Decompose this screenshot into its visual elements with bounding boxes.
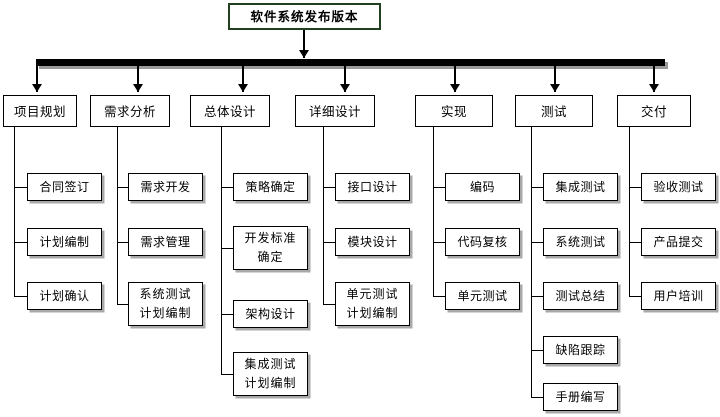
task-node-user-training[interactable]: 用户培训 [641, 282, 716, 310]
leaf-connector-4-2 [323, 242, 335, 243]
task-node-contract-signing[interactable]: 合同签订 [27, 173, 102, 201]
task-node-strategy-determination[interactable]: 策略确定 [233, 173, 308, 201]
branch-arrow-icon-4 [340, 84, 350, 92]
leaf-connector-3-1 [221, 187, 233, 188]
column-spine-3 [221, 127, 222, 375]
column-spine-7 [629, 127, 630, 297]
leaf-connector-6-2 [531, 242, 543, 243]
branch-stem-7 [653, 66, 655, 92]
distribution-bus-bar [36, 59, 665, 66]
task-node-test-summary[interactable]: 测试总结 [543, 282, 618, 310]
branch-stem-3 [242, 66, 244, 92]
leaf-connector-5-2 [433, 242, 445, 243]
phase-node-testing[interactable]: 测试 [515, 95, 593, 127]
task-node-interface-design[interactable]: 接口设计 [335, 173, 410, 201]
phase-node-delivery[interactable]: 交付 [617, 95, 691, 127]
root-stem-line [303, 30, 305, 58]
task-node-plan-confirmation[interactable]: 计划确认 [27, 282, 102, 310]
leaf-connector-2-2 [117, 242, 128, 243]
leaf-connector-2-3 [117, 304, 128, 305]
branch-stem-6 [554, 66, 556, 92]
leaf-connector-7-3 [629, 296, 641, 297]
task-node-integration-test[interactable]: 集成测试 [543, 173, 618, 201]
task-node-architecture-design[interactable]: 架构设计 [233, 300, 308, 328]
task-node-dev-standard-determination[interactable]: 开发标准 确定 [233, 226, 308, 270]
branch-arrow-icon-7 [649, 84, 659, 92]
branch-stem-1 [36, 66, 38, 92]
task-node-manual-writing[interactable]: 手册编写 [543, 383, 618, 411]
task-node-requirements-management[interactable]: 需求管理 [128, 228, 203, 256]
column-spine-2 [117, 127, 118, 305]
phase-node-project-planning[interactable]: 项目规划 [3, 95, 77, 127]
branch-stem-5 [454, 66, 456, 92]
column-spine-6 [531, 127, 532, 397]
task-node-integration-test-plan[interactable]: 集成测试 计划编制 [233, 352, 308, 396]
phase-node-overall-design[interactable]: 总体设计 [190, 95, 270, 127]
task-node-requirements-development[interactable]: 需求开发 [128, 173, 203, 201]
task-node-system-test[interactable]: 系统测试 [543, 228, 618, 256]
root-arrow-icon [299, 50, 309, 58]
leaf-connector-1-3 [14, 296, 27, 297]
column-spine-1 [14, 127, 15, 297]
branch-stem-2 [137, 66, 139, 92]
task-node-system-test-plan[interactable]: 系统测试 计划编制 [128, 282, 203, 326]
phase-node-implementation[interactable]: 实现 [415, 95, 493, 127]
leaf-connector-5-1 [433, 187, 445, 188]
leaf-connector-6-1 [531, 187, 543, 188]
task-node-defect-tracking[interactable]: 缺陷跟踪 [543, 336, 618, 364]
task-node-module-design[interactable]: 模块设计 [335, 228, 410, 256]
phase-node-requirements-analysis[interactable]: 需求分析 [90, 95, 170, 127]
leaf-connector-1-1 [14, 187, 27, 188]
task-node-product-submission[interactable]: 产品提交 [641, 228, 716, 256]
root-node-software-release[interactable]: 软件系统发布版本 [228, 3, 381, 30]
leaf-connector-7-2 [629, 242, 641, 243]
task-node-unit-test-plan[interactable]: 单元测试 计划编制 [335, 282, 410, 326]
phase-node-detailed-design[interactable]: 详细设计 [295, 95, 375, 127]
task-node-code-review[interactable]: 代码复核 [445, 228, 520, 256]
branch-arrow-icon-2 [133, 84, 143, 92]
leaf-connector-6-5 [531, 397, 543, 398]
branch-arrow-icon-1 [32, 84, 42, 92]
branch-arrow-icon-6 [550, 84, 560, 92]
branch-arrow-icon-5 [450, 84, 460, 92]
column-spine-4 [323, 127, 324, 305]
leaf-connector-4-3 [323, 304, 335, 305]
task-node-plan-preparation[interactable]: 计划编制 [27, 228, 102, 256]
leaf-connector-7-1 [629, 187, 641, 188]
task-node-unit-test[interactable]: 单元测试 [445, 282, 520, 310]
leaf-connector-1-2 [14, 242, 27, 243]
leaf-connector-6-4 [531, 350, 543, 351]
leaf-connector-5-3 [433, 296, 445, 297]
branch-stem-4 [344, 66, 346, 92]
leaf-connector-3-2 [221, 248, 233, 249]
task-node-coding[interactable]: 编码 [445, 173, 520, 201]
leaf-connector-4-1 [323, 187, 335, 188]
branch-arrow-icon-3 [238, 84, 248, 92]
leaf-connector-6-3 [531, 296, 543, 297]
leaf-connector-3-4 [221, 374, 233, 375]
leaf-connector-2-1 [117, 187, 128, 188]
task-node-acceptance-test[interactable]: 验收测试 [641, 173, 716, 201]
column-spine-5 [433, 127, 434, 297]
leaf-connector-3-3 [221, 314, 233, 315]
